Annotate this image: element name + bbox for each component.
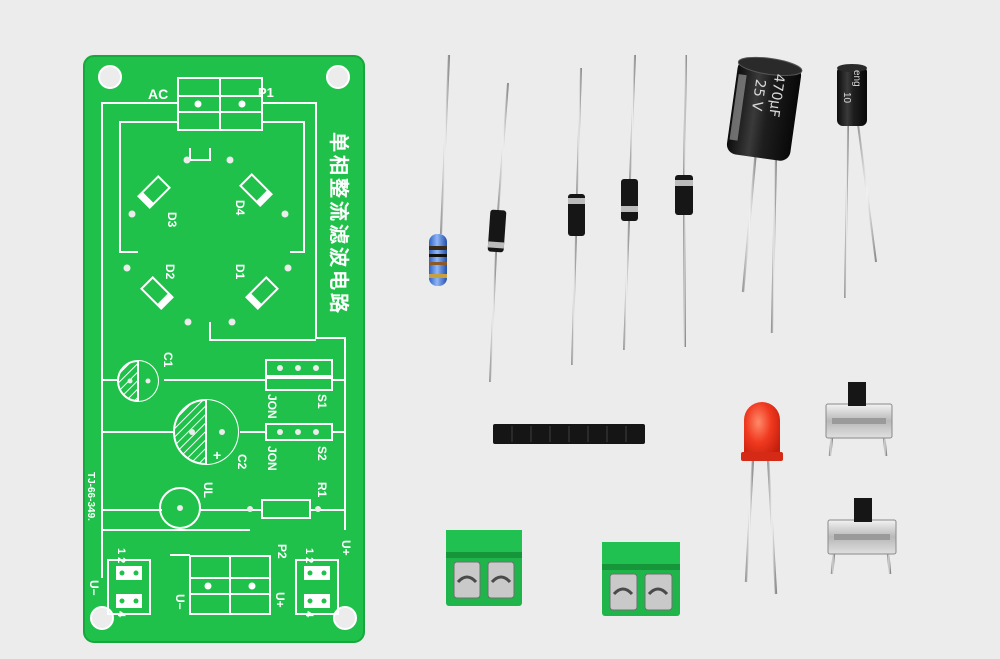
mount-hole-bl [90,606,114,630]
c1-footprint [117,360,159,402]
label-u-plus-right: U+ [339,540,353,556]
label-u-plus-p2: U+ [273,592,287,608]
left-header-footprint [107,559,151,615]
label-s2: S2 [315,446,329,461]
label-model: TJ-66-349. [85,472,96,521]
c2-footprint [173,399,239,465]
label-c2-plus: + [213,447,221,463]
pcb-board: AC P1 D3 D4 D2 D1 [83,55,365,643]
diode-d3-footprint [137,175,171,209]
label-d1: D1 [233,264,247,280]
label-u-minus-p2: U− [173,594,187,610]
label-right-pins-12: 1 2 [303,548,315,563]
label-d2: D2 [163,264,177,280]
terminal-block-2 [602,542,680,640]
slide-switch-1 [825,382,893,458]
diode-d1-footprint [245,276,279,310]
s1-jumper-footprint [265,359,333,391]
resistor [429,54,451,475]
label-p2: P2 [275,544,289,559]
cap-small-value: 10 [841,92,852,104]
label-d3: D3 [165,212,179,228]
pin-header-8 [493,402,645,482]
label-jon-2: JON [265,446,279,471]
red-led [741,402,783,595]
cap-large-voltage: 25 V [748,78,768,112]
mount-hole-br [333,606,357,630]
r1-footprint [247,499,321,519]
label-right-pins-34: 3 4 [303,602,315,618]
electrolytic-capacitor-large: 470μF 25 V [726,56,803,334]
diode-pads [123,156,292,326]
mount-hole-tr [326,65,350,89]
label-left-pins-12: 1 2 [115,548,127,563]
diode-d2-footprint [140,276,174,310]
s2-jumper-footprint [265,423,333,441]
label-jon-1: JON [265,394,279,419]
label-c1: C1 [161,352,175,368]
pcb-title: 单相整流滤波电路 [327,132,351,316]
label-ac: AC [148,86,168,102]
right-header-footprint [295,559,339,615]
p2-connector-footprint [189,555,271,615]
diode-1 [487,82,509,383]
label-p1: P1 [258,85,274,100]
label-s1: S1 [315,394,329,409]
label-left-pins-34: 3 4 [115,602,127,618]
terminal-block-1 [446,530,522,634]
mount-hole-tl [98,65,122,89]
label-ul: UL [201,482,215,498]
label-u-minus-left: U− [87,580,101,596]
cap-small-brand: eng [851,70,862,87]
p1-connector-footprint [177,77,263,131]
label-r1: R1 [315,482,329,498]
slide-switch-2 [827,498,897,576]
cap-large-value: 470μF [765,73,787,118]
diode-3 [621,54,638,351]
label-c2: C2 [235,454,249,470]
diode-4 [675,54,693,348]
diode-2 [568,67,585,366]
ul-led-footprint [159,487,201,529]
label-d4: D4 [233,200,247,216]
diode-d4-footprint [239,173,273,207]
electrolytic-capacitor-small: eng 10 [837,64,877,299]
